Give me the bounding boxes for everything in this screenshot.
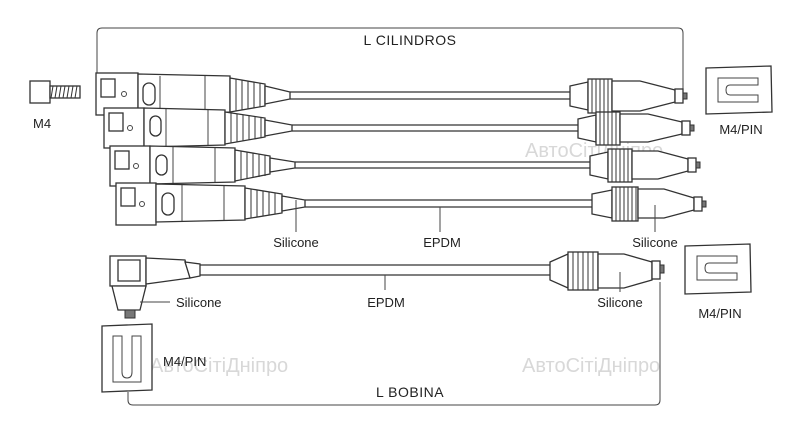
cylinder-cable-2 — [103, 107, 695, 149]
silicone-label-bottom-left: Silicone — [176, 295, 222, 310]
watermark-layer: АвтоСітіДніпро АвтоСітіДніпро АвтоСітіДн… — [150, 140, 663, 377]
l-bobina-label: L BOBINA — [376, 384, 444, 400]
watermark-text: АвтоСітіДніпро — [150, 355, 288, 377]
l-bobina-label-bg — [362, 383, 460, 401]
silicone-label-top-right: Silicone — [632, 235, 678, 250]
silicone-label-bottom-right: Silicone — [597, 295, 643, 310]
cylinder-cable-3 — [109, 145, 701, 187]
coil-cable — [109, 251, 665, 319]
m4-pin-label-top: M4/PIN — [719, 122, 762, 137]
epdm-label-top: EPDM — [423, 235, 461, 250]
m4-screw-icon — [29, 80, 81, 104]
epdm-label-bottom: EPDM — [367, 295, 405, 310]
m4-label: M4 — [33, 116, 51, 131]
m4-pin-terminal-bottom-icon — [684, 243, 752, 295]
l-cilindros-label: L CILINDROS — [364, 32, 457, 48]
m4-pin-terminal-top-icon — [705, 65, 773, 115]
bottom-leader-lines — [140, 272, 621, 303]
l-cilindros-label-bg — [358, 31, 462, 49]
cylinder-cable-4 — [115, 182, 707, 226]
l-bobina-dimension-line — [127, 282, 661, 406]
m4-pin-terminal-left-icon — [101, 323, 153, 393]
silicone-label-top-left: Silicone — [273, 235, 319, 250]
m4-pin-label-left: M4/PIN — [163, 354, 206, 369]
m4-pin-label-bottom: M4/PIN — [698, 306, 741, 321]
watermark-text: АвтоСітіДніпро — [522, 355, 660, 377]
l-cilindros-dimension-line — [96, 27, 684, 92]
top-leader-lines — [295, 200, 656, 232]
